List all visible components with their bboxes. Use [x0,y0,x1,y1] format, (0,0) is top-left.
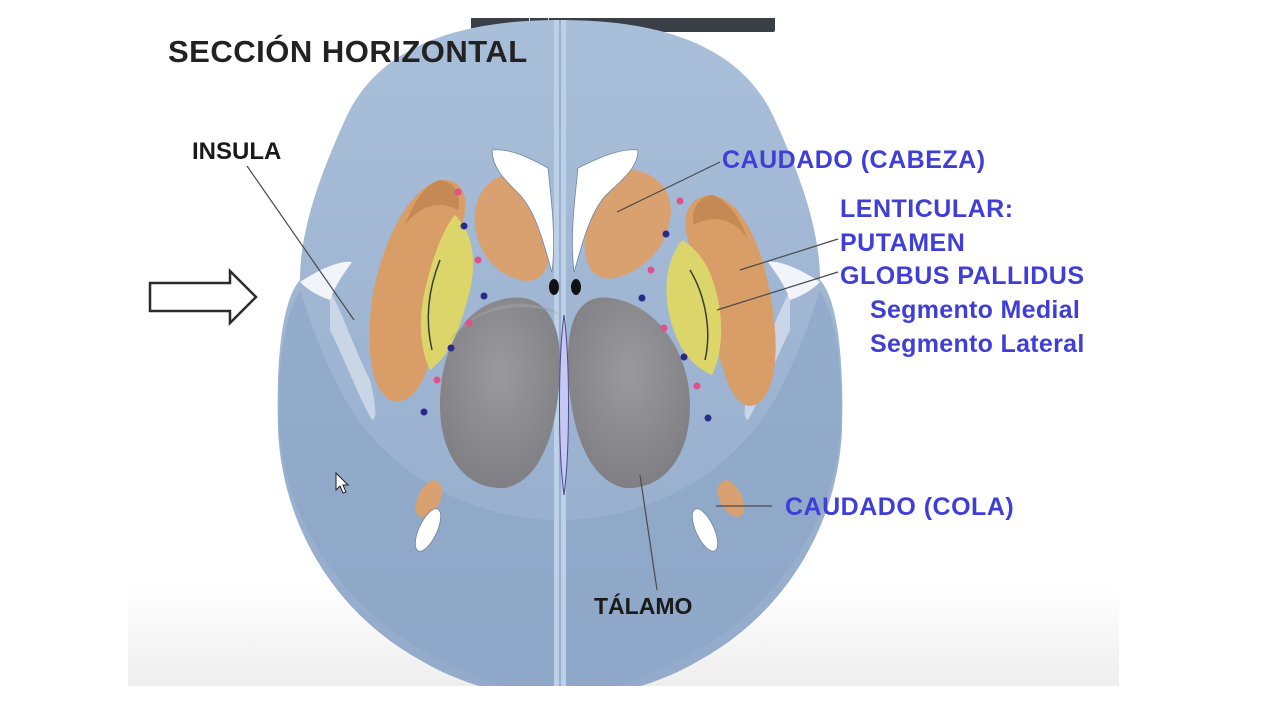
putamen-left [369,179,466,402]
caudate-tail-right [691,480,745,552]
globus-pallidus-left [420,215,474,370]
label-caudate-head: CAUDADO (CABEZA) [722,146,986,174]
label-insula: INSULA [192,138,282,165]
thalamus [440,297,690,489]
label-segment-medial: Segmento Medial [870,296,1081,324]
arrow-right-icon [148,267,258,327]
label-caudate-tail: CAUDADO (COLA) [785,493,1015,521]
page-title: SECCIÓN HORIZONTAL [168,34,528,69]
globus-pallidus-right [666,240,722,375]
ventricle-left [491,149,555,273]
label-thalamus: TÁLAMO [594,593,693,619]
label-segment-lateral: Segmento Lateral [870,330,1085,358]
caudate-head-right [584,169,671,279]
internal-capsule-dots [420,188,712,422]
ventricle-right [571,149,639,273]
label-putamen: PUTAMEN [840,229,966,257]
putamen-right [685,195,776,406]
caudate-tail-left [414,480,443,552]
label-lenticular: LENTICULAR: [840,195,1014,223]
mouse-cursor-icon [335,471,350,494]
label-pointer-lines [246,161,839,591]
label-globus-pallidus: GLOBUS PALLIDUS [840,262,1085,290]
